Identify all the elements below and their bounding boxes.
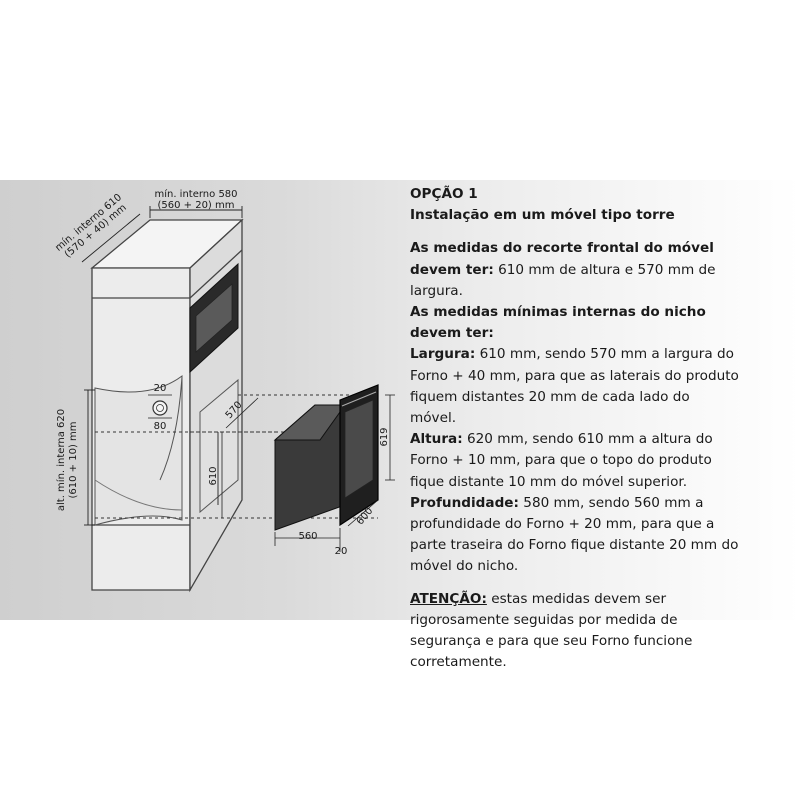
recorte-text: 610 mm de altura e 570 mm de largura.: [410, 261, 716, 299]
oven-unit: [273, 384, 379, 531]
paragraph-atencao: ATENÇÃO: estas medidas devem ser rigoros…: [410, 589, 740, 674]
paragraph-altura: Altura: 620 mm, sendo 610 mm a altura do…: [410, 429, 740, 493]
paragraph-largura: Largura: 610 mm, sendo 570 mm a largura …: [410, 344, 740, 429]
label-80: 80: [154, 421, 167, 432]
largura-text: 610 mm, sendo 570 mm a largura do Forno …: [410, 346, 739, 427]
atencao-label: ATENÇÃO:: [410, 590, 487, 607]
side-cutout: [199, 378, 239, 514]
niche-cutout: [94, 375, 183, 526]
largura-label: Largura:: [410, 346, 476, 363]
upper-oven: [189, 262, 239, 374]
option-subtitle: Instalação em um móvel tipo torre: [410, 207, 675, 224]
dim-610-diag: [81, 213, 141, 263]
label-min-interno-580: mín. interno 580: [154, 188, 237, 200]
profundidade-text: 580 mm, sendo 560 mm a profundidade do F…: [410, 494, 739, 575]
altura-text: 620 mm, sendo 610 mm a altura do Forno +…: [410, 431, 713, 490]
label-alt-min: alt. mín. interna 620: [55, 409, 67, 511]
instructions-column: OPÇÃO 1 Instalação em um móvel tipo torr…: [410, 184, 740, 673]
dim-620: [84, 389, 95, 526]
label-619: 619: [379, 427, 390, 446]
altura-label: Altura:: [410, 431, 463, 448]
label-560: 560: [298, 531, 317, 542]
label-min-interno-580-sub: (560 + 20) mm: [157, 200, 234, 211]
nicho-heading: As medidas mínimas internas do nicho dev…: [410, 304, 706, 342]
label-20-bottom: 20: [335, 546, 348, 557]
recorte-heading: As medidas do recorte frontal do móvel d…: [410, 240, 714, 278]
paragraph-recorte: As medidas do recorte frontal do móvel d…: [410, 238, 740, 302]
profundidade-label: Profundidade:: [410, 494, 519, 511]
atencao-text: estas medidas devem ser rigorosamente se…: [410, 590, 693, 671]
label-20-top: 20: [154, 383, 167, 394]
option-title: OPÇÃO 1: [410, 186, 478, 202]
paragraph-profundidade: Profundidade: 580 mm, sendo 560 mm a pro…: [410, 493, 740, 578]
label-610: 610: [208, 466, 219, 485]
dim-580: [149, 206, 243, 218]
installation-diagram: mín. interno 580 (560 + 20) mm mín. inte…: [53, 188, 395, 593]
label-alt-min-sub: (610 + 10) mm: [68, 421, 79, 498]
